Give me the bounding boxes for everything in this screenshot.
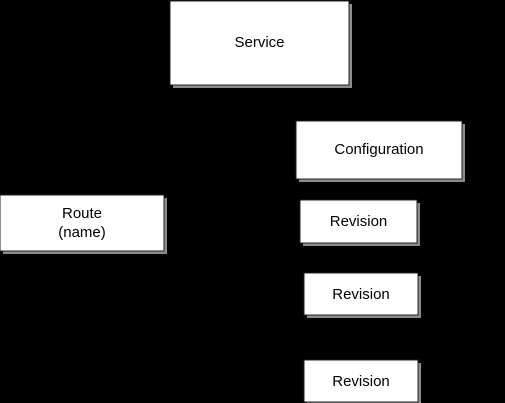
revision-1-label: Revision	[330, 213, 388, 230]
service-node[interactable]: Service	[169, 0, 352, 88]
revision-node-2-box	[303, 272, 419, 316]
connectors	[81, 84, 479, 386]
configuration-revision-1-arrow-tip	[417, 216, 424, 224]
configuration-revision-2-arrow-tip	[420, 291, 428, 299]
service-to-route-connector	[81, 85, 219, 193]
revision-3-label: Revision	[332, 373, 390, 390]
revision-node-2[interactable]: Revision	[303, 272, 421, 318]
revision-node-3-box	[303, 359, 419, 403]
revision-node-3[interactable]: Revision	[303, 359, 421, 403]
service-node-box	[169, 0, 350, 86]
route-node[interactable]: Route (name)	[0, 194, 167, 254]
revision-node-1[interactable]: Revision	[299, 199, 420, 246]
configuration-node-box	[295, 120, 463, 180]
service-label: Service	[234, 34, 284, 51]
route-node-box	[0, 194, 165, 252]
revision-2-label: Revision	[332, 286, 390, 303]
configuration-node[interactable]: Configuration	[295, 120, 465, 182]
route-label: Route	[62, 205, 102, 222]
configuration-to-revision-connector	[424, 148, 479, 381]
configuration-label: Configuration	[334, 141, 423, 158]
revision-node-1-box	[299, 199, 418, 244]
route-name-label: (name)	[58, 224, 106, 241]
configuration-revision-3-arrow-tip	[420, 378, 428, 386]
service-to-configuration-connector	[329, 85, 381, 122]
